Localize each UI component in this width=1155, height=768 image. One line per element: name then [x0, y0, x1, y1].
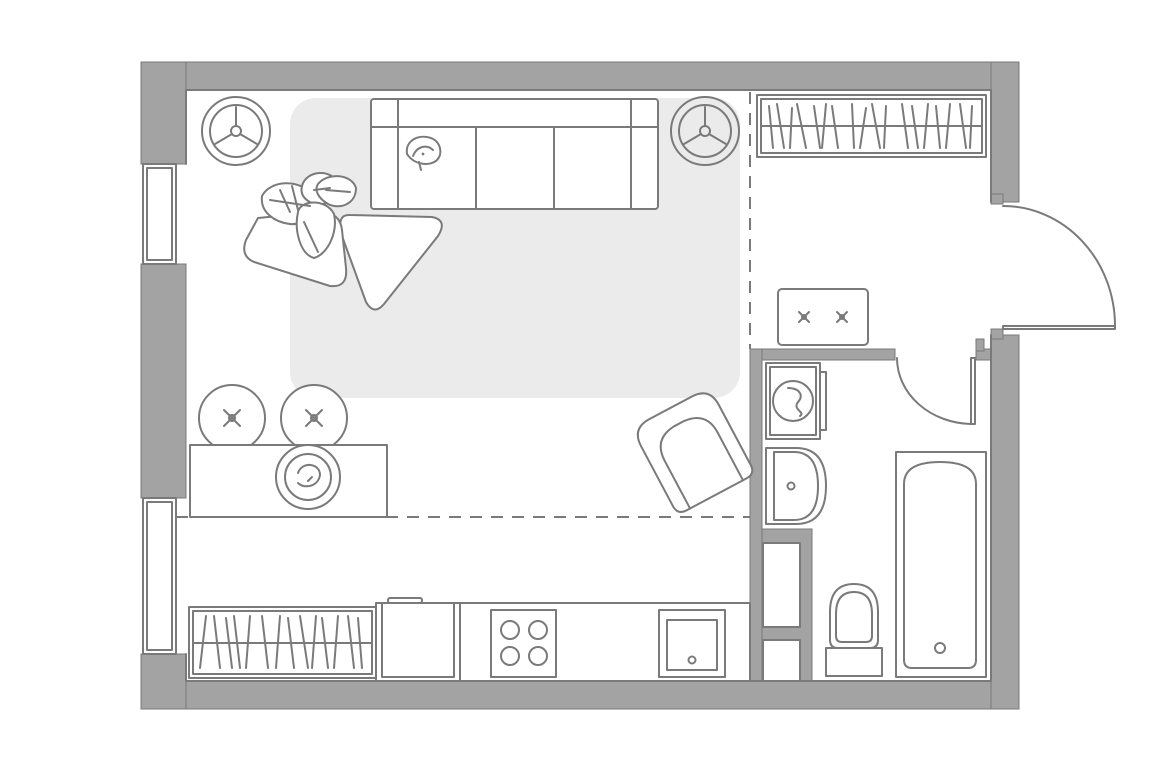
wall-entry-jamb-top — [990, 193, 1004, 205]
fridge-icon — [381, 597, 455, 678]
bathroom-cabinet — [762, 542, 801, 682]
bathroom-door — [896, 357, 976, 425]
plate-icon — [275, 444, 341, 510]
wall-entry-jamb-bottom — [990, 328, 1004, 340]
bookshelf-icon — [756, 94, 987, 158]
bathroom-door-leaf — [970, 357, 976, 425]
entry-door-leaf — [1002, 325, 1116, 330]
wall-bottom — [140, 680, 1020, 710]
monstera-plant-icon — [243, 172, 357, 288]
door-swing-icon — [896, 357, 972, 425]
entry-cabinet — [777, 288, 869, 346]
wall-left-bottom — [140, 653, 187, 710]
kitchen-sink-icon — [658, 609, 726, 678]
bookshelf-icon — [188, 606, 377, 679]
wall-left-top — [140, 61, 187, 165]
hook-icon — [798, 311, 810, 323]
wall-right-top — [990, 61, 1020, 203]
window-lower-inner — [146, 501, 173, 651]
bathroom-wall-top-stub — [975, 338, 985, 352]
wall-left-middle — [140, 263, 187, 499]
chair-icon — [198, 384, 266, 452]
bathtub-icon — [895, 451, 987, 678]
wall-right-bottom — [990, 334, 1020, 710]
wall-top — [140, 61, 1020, 91]
bathroom-wall-top-left — [749, 348, 896, 361]
floor-lamp-icon — [670, 96, 740, 166]
toilet-icon — [825, 583, 883, 677]
coffee-table-icon — [339, 213, 443, 311]
washbasin-icon — [765, 447, 827, 525]
hook-icon — [836, 311, 848, 323]
sofa-icon — [370, 98, 659, 210]
cat-icon — [405, 135, 442, 171]
door-swing-icon — [1002, 205, 1116, 327]
floor-lamp-icon — [201, 96, 271, 166]
armchair-icon — [636, 392, 754, 513]
washing-machine-icon — [765, 362, 827, 440]
entry-door — [1002, 205, 1116, 330]
chair-icon — [280, 384, 348, 452]
cooktop-icon — [490, 609, 557, 678]
windows — [142, 163, 177, 655]
bathroom-wall-left — [749, 348, 763, 682]
window-upper-inner — [146, 167, 173, 261]
